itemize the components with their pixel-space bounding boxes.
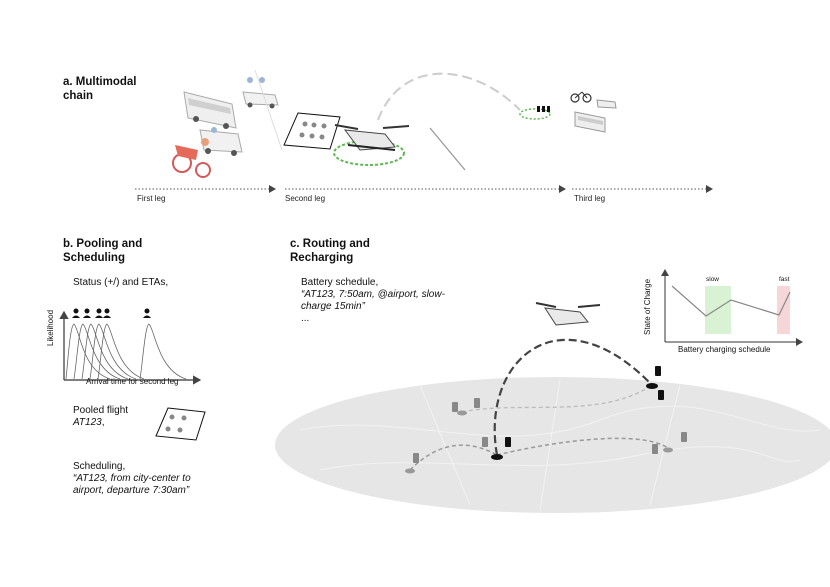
battery-line1: Battery schedule, [301,277,379,288]
likelihood-plot [59,308,202,385]
pooled-flight-id: AT123 [73,417,102,428]
pooled-flight-pad-icon [155,407,206,441]
pooling-pad-icon [283,112,341,150]
panel-b-title-line1: b. Pooling and [63,238,143,250]
vertiport-markers [405,383,673,474]
soc-x-label: Battery charging schedule [678,345,771,354]
map-streets [299,379,821,511]
scheduling-text: Scheduling, “AT123, from city-center to … [73,461,191,497]
flight-path [377,72,521,121]
panel-c-title-line1: c. Routing and [290,238,370,250]
small-car-icon [596,99,617,109]
route-secondary-1 [409,444,498,471]
leg-label-third: Third leg [574,194,606,203]
panel-a-title-line2: chain [63,90,94,102]
panel-a-title-line1: a. Multimodal [63,76,137,88]
first-leg-divider [254,69,283,151]
panel-c-title-line2: Recharging [290,252,354,264]
fast-charge-band [777,286,790,334]
car-icon [199,127,243,156]
scheduling-line1: Scheduling, [73,461,126,472]
tram-icon [574,111,606,133]
soc-series-line [671,285,791,317]
likelihood-y-label: Likelihood [46,309,55,346]
slow-charge-band [705,286,731,334]
pooled-flight-line1: Pooled flight [73,405,129,416]
battery-schedule-text: Battery schedule, “AT123, 7:50am, @airpo… [301,277,445,325]
panel-b-title-line2: Scheduling [63,252,125,264]
route-secondary-3 [461,384,653,413]
cargo-bike-icon [172,138,211,178]
passenger-icons [72,308,151,318]
soc-y-label: State of Charge [643,278,652,335]
fast-label: fast [779,276,790,283]
city-map [275,377,830,513]
pooled-flight-suffix: , [101,417,105,428]
panel-b-title: b. Pooling and Scheduling [63,237,142,265]
taxi-icon [242,77,279,109]
battery-line4: ... [301,313,310,324]
scheduling-line2: “AT123, from city-center to [73,473,191,484]
pooled-flight-text: Pooled flight AT123, [73,405,128,429]
leg-label-second: Second leg [285,194,326,203]
evtol-aircraft-icon [334,124,410,151]
route-primary [493,338,653,456]
slow-label: slow [706,276,720,283]
likelihood-x-label: Arrival time for second leg [86,377,179,386]
arrival-pad-ring [519,108,551,120]
evtol-routing-icon [535,302,601,326]
bicycle-icon [570,91,592,103]
leg-label-first: First leg [137,194,166,203]
arrival-passengers-icon [537,106,550,112]
battery-line2: “AT123, 7:50am, @airport, slow- [301,289,445,300]
route-secondary-2 [496,437,669,456]
scheduling-line3: airport, departure 7:30am” [73,485,190,496]
bus-icon [183,91,237,129]
panel-c-title: c. Routing and Recharging [290,237,370,265]
battery-charging-chart [661,269,803,346]
flight-trail [429,127,466,171]
panel-a-title: a. Multimodal chain [63,75,136,103]
status-text: Status (+/) and ETAs, [73,277,169,288]
battery-line3: charge 15min” [301,301,365,312]
eta-curves [65,323,187,380]
battery-icons [413,366,687,463]
